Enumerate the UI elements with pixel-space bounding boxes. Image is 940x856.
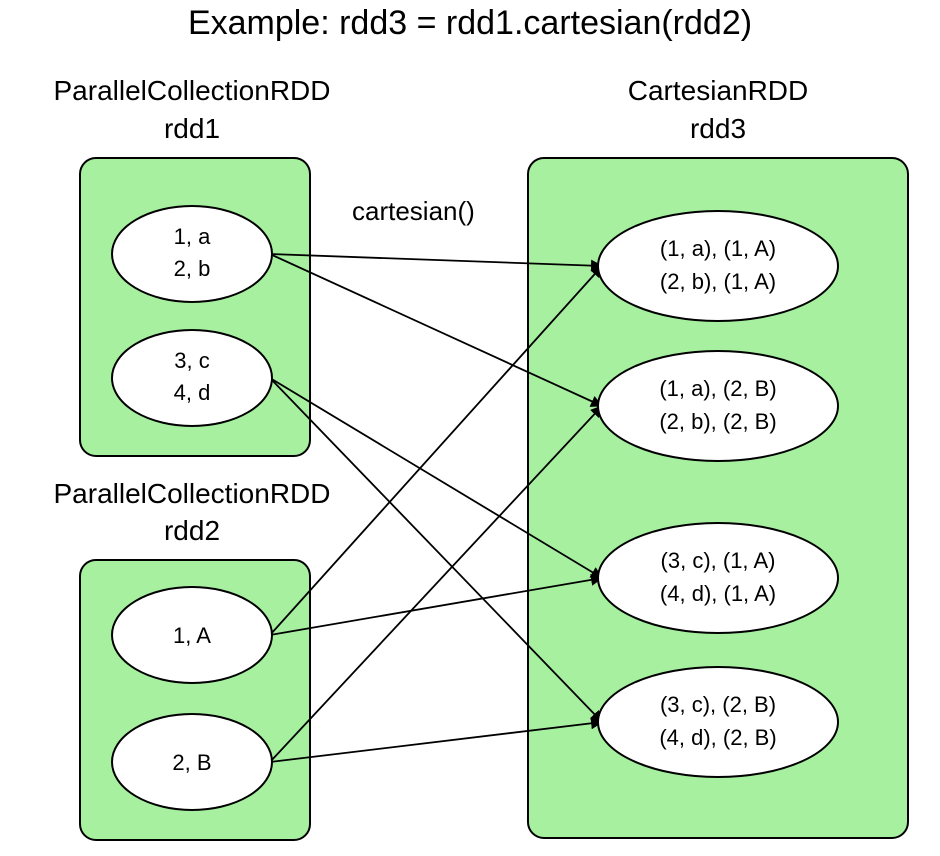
partition-line: (2, b), (1, A) <box>660 269 776 294</box>
partition-line: 1, A <box>173 623 211 648</box>
rdd3-partition-1: (1, a), (2, B) (2, b), (2, B) <box>597 350 839 462</box>
partition-ellipse <box>111 713 273 811</box>
rdd3-partition-0: (1, a), (1, A) (2, b), (1, A) <box>597 210 839 322</box>
edge-rdd1-p0-to-rdd3-p0 <box>269 253 603 272</box>
rdd1-name-label: rdd1 <box>164 113 220 144</box>
rdd2-type-label: ParallelCollectionRDD <box>54 478 331 509</box>
edge-rdd2-p0-to-rdd3-p2 <box>269 573 603 636</box>
rdd2-name-label: rdd2 <box>164 515 220 546</box>
partition-ellipse <box>597 210 839 322</box>
edge-rdd2-p0-to-rdd3-p0 <box>269 265 603 636</box>
partition-ellipse <box>111 205 273 303</box>
partition-line: (4, d), (2, B) <box>659 725 776 750</box>
partition-line: 2, b <box>174 256 211 281</box>
partition-ellipse <box>111 586 273 684</box>
edge-rdd1-p1-to-rdd3-p2 <box>269 377 603 579</box>
partition-line: (3, c), (2, B) <box>660 692 776 717</box>
rdd3-partition-2: (3, c), (1, A) (4, d), (1, A) <box>597 522 839 634</box>
partition-line: (3, c), (1, A) <box>661 548 776 573</box>
partition-line: 2, B <box>172 750 211 775</box>
partition-line: (2, b), (2, B) <box>659 409 776 434</box>
partition-line: 3, c <box>174 348 209 373</box>
partition-line: 1, a <box>174 224 211 249</box>
rdd3-name-label: rdd3 <box>690 113 746 144</box>
partition-line: (4, d), (1, A) <box>660 581 776 606</box>
edge-rdd1-p0-to-rdd3-p1 <box>269 253 603 407</box>
operation-label: cartesian() <box>352 196 475 226</box>
partition-ellipse <box>597 522 839 634</box>
rdd3-type-label: CartesianRDD <box>628 75 809 106</box>
rdd1-type-label: ParallelCollectionRDD <box>54 75 331 106</box>
edge-rdd2-p1-to-rdd3-p1 <box>269 405 603 763</box>
rdd1-partition-0: 1, a 2, b <box>111 205 273 303</box>
partition-line: (1, a), (2, B) <box>659 376 776 401</box>
rdd2-partition-1: 2, B <box>111 713 273 811</box>
rdd1-partition-1: 3, c 4, d <box>111 329 273 427</box>
partition-ellipse <box>597 350 839 462</box>
rdd2-partition-0: 1, A <box>111 586 273 684</box>
partition-line: (1, a), (1, A) <box>660 236 776 261</box>
partition-line: 4, d <box>174 380 211 405</box>
edge-rdd1-p1-to-rdd3-p3 <box>269 377 603 723</box>
rdd3-container <box>527 157 909 839</box>
diagram-title: Example: rdd3 = rdd1.cartesian(rdd2) <box>188 4 752 42</box>
edge-rdd2-p1-to-rdd3-p3 <box>269 717 603 763</box>
partition-ellipse <box>597 666 839 778</box>
edges-group <box>269 253 603 763</box>
partition-ellipse <box>111 329 273 427</box>
rdd3-partition-3: (3, c), (2, B) (4, d), (2, B) <box>597 666 839 778</box>
